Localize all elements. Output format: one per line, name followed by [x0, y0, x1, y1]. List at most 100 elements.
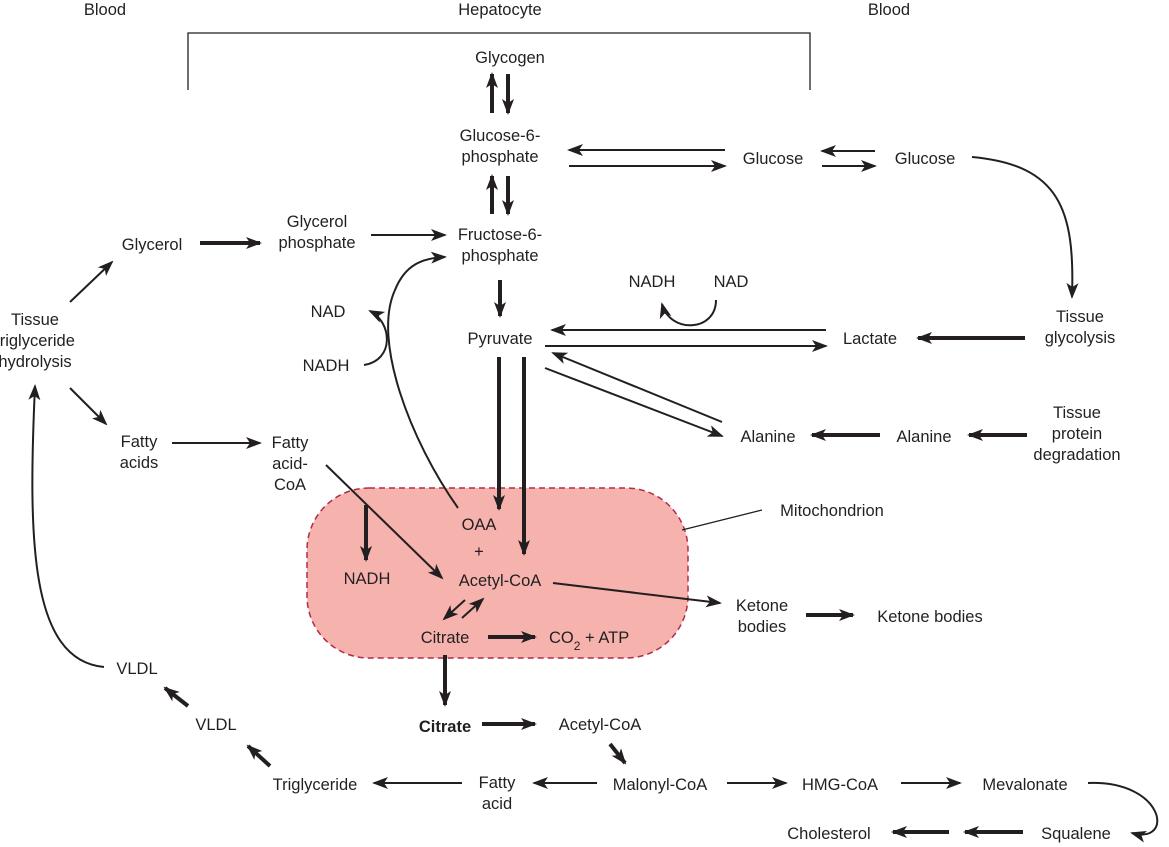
node-malonyl-coa: Malonyl-CoA [613, 776, 707, 794]
arrow-pyruvate-to-alanine [544, 367, 724, 437]
node-tissue-glycolysis-line: Tissue [1056, 308, 1104, 326]
node-fatty-acyl-coa-line: Fatty [272, 434, 309, 452]
mitochondrion-leader-line [681, 509, 763, 531]
node-fatty-acyl-coa-line: acid- [272, 455, 308, 473]
arrow-oaa-to-f6p [387, 251, 459, 509]
arrow-acetyl-coa-to-citrate [442, 599, 466, 621]
node-mevalonate: Mevalonate [982, 776, 1067, 794]
node-glycerol-line: Glycerol [122, 236, 183, 254]
node-alanine-liver-line: Alanine [740, 428, 795, 446]
node-tissue-protein-degradation-line: protein [1052, 425, 1102, 443]
node-nad-top: NAD [714, 273, 749, 291]
node-nad-left: NAD [311, 303, 346, 321]
node-fatty-acids: Fatty acids [120, 433, 159, 472]
node-nadh-top-line: NADH [629, 273, 676, 291]
node-glucose-blood-line: Glucose [895, 150, 956, 168]
node-nadh-mito-line: NADH [344, 570, 391, 588]
arrow-hydrolysis-to-fatty-acids [69, 387, 108, 426]
node-tissue-protein-degradation-line: degradation [1033, 446, 1120, 464]
node-triglyceride: Triglyceride [273, 776, 358, 794]
node-pyruvate-line: Pyruvate [467, 330, 532, 348]
arrow-acetyl-coa-to-ketone-bodies [552, 582, 722, 608]
node-vldl-liver: VLDL [195, 716, 236, 734]
arrow-vldl-liver-to-blood [163, 686, 190, 708]
node-acetyl-coa-cyto-line: Acetyl-CoA [559, 716, 642, 734]
node-nadh-left-line: NADH [303, 357, 350, 375]
node-nadh-mito: NADH [344, 570, 391, 588]
node-fatty-acyl-coa-line: CoA [274, 476, 306, 494]
node-fatty-acyl-coa: Fatty acid- CoA [272, 434, 309, 494]
node-glycogen-line: Glycogen [475, 49, 545, 67]
arrow-acetyl-coa-to-malonyl-coa [608, 742, 627, 765]
node-alanine-blood-line: Alanine [896, 428, 951, 446]
node-vldl-blood: VLDL [116, 660, 157, 678]
node-lactate-line: Lactate [843, 330, 897, 348]
node-acetyl-coa-mito-line: Acetyl-CoA [459, 572, 542, 590]
mitochondrion-label: Mitochondrion [780, 502, 884, 520]
node-hmg-coa: HMG-CoA [802, 776, 878, 794]
node-glycerol-phosphate: Glycerol phosphate [278, 213, 355, 252]
node-tissue-tg-hydrolysis-line: triglyceride [0, 332, 75, 350]
node-oaa: OAA [462, 516, 497, 534]
loop-nad-nadh-top [659, 299, 717, 327]
loop-nadh-nad-left [363, 310, 388, 366]
node-squalene-line: Squalene [1041, 825, 1111, 843]
node-tissue-tg-hydrolysis-line: Tissue [11, 311, 59, 329]
arrow-vldl-to-hydrolysis [28, 384, 105, 668]
node-squalene: Squalene [1041, 825, 1111, 843]
node-cholesterol-line: Cholesterol [787, 825, 870, 843]
node-glycerol-phosphate-line: phosphate [278, 234, 355, 252]
hepatocyte-label: Hepatocyte [458, 1, 541, 19]
arrow-hydrolysis-to-glycerol [69, 260, 114, 303]
node-ketone-bodies-blood-line: Ketone bodies [877, 608, 983, 626]
node-glycogen: Glycogen [475, 49, 545, 67]
node-ketone-bodies-liver-line: bodies [738, 618, 787, 636]
arrow-citrate-to-acetyl-coa [461, 597, 485, 619]
node-lactate: Lactate [843, 330, 897, 348]
node-malonyl-coa-line: Malonyl-CoA [613, 776, 707, 794]
node-glucose-liver: Glucose [743, 150, 804, 168]
blood-right-label: Blood [868, 1, 910, 19]
node-fatty-acids-line: Fatty [121, 433, 158, 451]
node-fatty-acids-line: acids [120, 454, 159, 472]
node-mevalonate-line: Mevalonate [982, 776, 1067, 794]
node-g6p-line: Glucose-6- [460, 127, 541, 145]
co2-subscript: 2 [574, 639, 581, 653]
node-nadh-top: NADH [629, 273, 676, 291]
node-vldl-liver-line: VLDL [195, 716, 236, 734]
mitochondrion-compartment [306, 487, 689, 659]
hepatocyte-bracket [187, 32, 811, 90]
node-vldl-blood-line: VLDL [116, 660, 157, 678]
node-f6p-line: phosphate [461, 247, 538, 265]
node-nad-top-line: NAD [714, 273, 749, 291]
pathway-arrows [28, 72, 1159, 843]
node-ketone-bodies-liver: Ketone bodies [736, 597, 788, 636]
node-citrate-mito: Citrate [421, 629, 470, 647]
node-f6p-line: Fructose-6- [458, 226, 542, 244]
node-g6p: Glucose-6-phosphate [460, 127, 541, 166]
node-acetyl-coa-cyto: Acetyl-CoA [559, 716, 642, 734]
node-nadh-left: NADH [303, 357, 350, 375]
arrow-alanine-to-pyruvate [551, 352, 723, 423]
node-glucose-blood: Glucose [895, 150, 956, 168]
node-glycerol: Glycerol [122, 236, 183, 254]
arrow-triglyceride-to-vldl [246, 744, 272, 768]
node-alanine-liver: Alanine [740, 428, 795, 446]
node-glucose-liver-line: Glucose [743, 150, 804, 168]
co2-atp-text: + ATP [580, 629, 629, 647]
node-citrate-mito-line: Citrate [421, 629, 470, 647]
node-ketone-bodies-blood: Ketone bodies [877, 608, 983, 626]
node-fatty-acid-line: acid [482, 795, 512, 813]
node-co2-line: CO [549, 629, 574, 647]
node-ketone-bodies-liver-line: Ketone [736, 597, 788, 615]
node-glycerol-phosphate-line: Glycerol [287, 213, 348, 231]
node-cholesterol: Cholesterol [787, 825, 870, 843]
node-citrate-cyto-line: Citrate [419, 718, 471, 736]
arrow-mevalonate-to-squalene [1087, 781, 1159, 843]
